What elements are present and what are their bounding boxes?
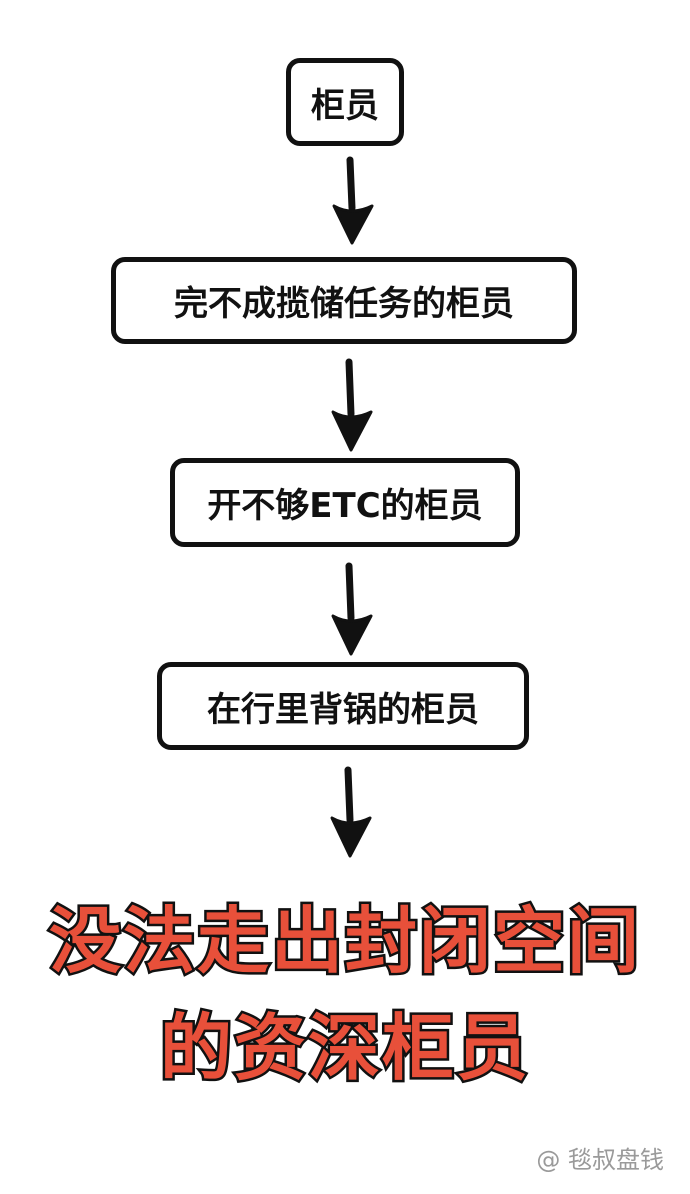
flow-node-deposit-target: 完不成揽储任务的柜员 [111, 257, 577, 344]
down-arrow-icon [331, 562, 373, 656]
down-arrow-icon [330, 766, 372, 858]
flow-node-scapegoat: 在行里背锅的柜员 [157, 662, 529, 750]
conclusion-line-2: 的资深柜员 [157, 1006, 530, 1090]
flow-node-label: 完不成揽储任务的柜员 [174, 284, 514, 324]
down-arrow-icon [331, 358, 373, 452]
flow-node-label: 在行里背锅的柜员 [207, 689, 479, 730]
down-arrow-icon [332, 156, 374, 245]
flow-node-label: 柜员 [311, 85, 379, 126]
flow-node-etc: 开不够ETC的柜员 [170, 458, 520, 547]
conclusion-line-1: 没法走出封闭空间 [46, 899, 641, 983]
flow-node-label: 开不够ETC的柜员 [207, 486, 483, 526]
watermark: @ 毯叔盘钱 [536, 1146, 664, 1174]
flow-node-teller: 柜员 [286, 58, 404, 146]
